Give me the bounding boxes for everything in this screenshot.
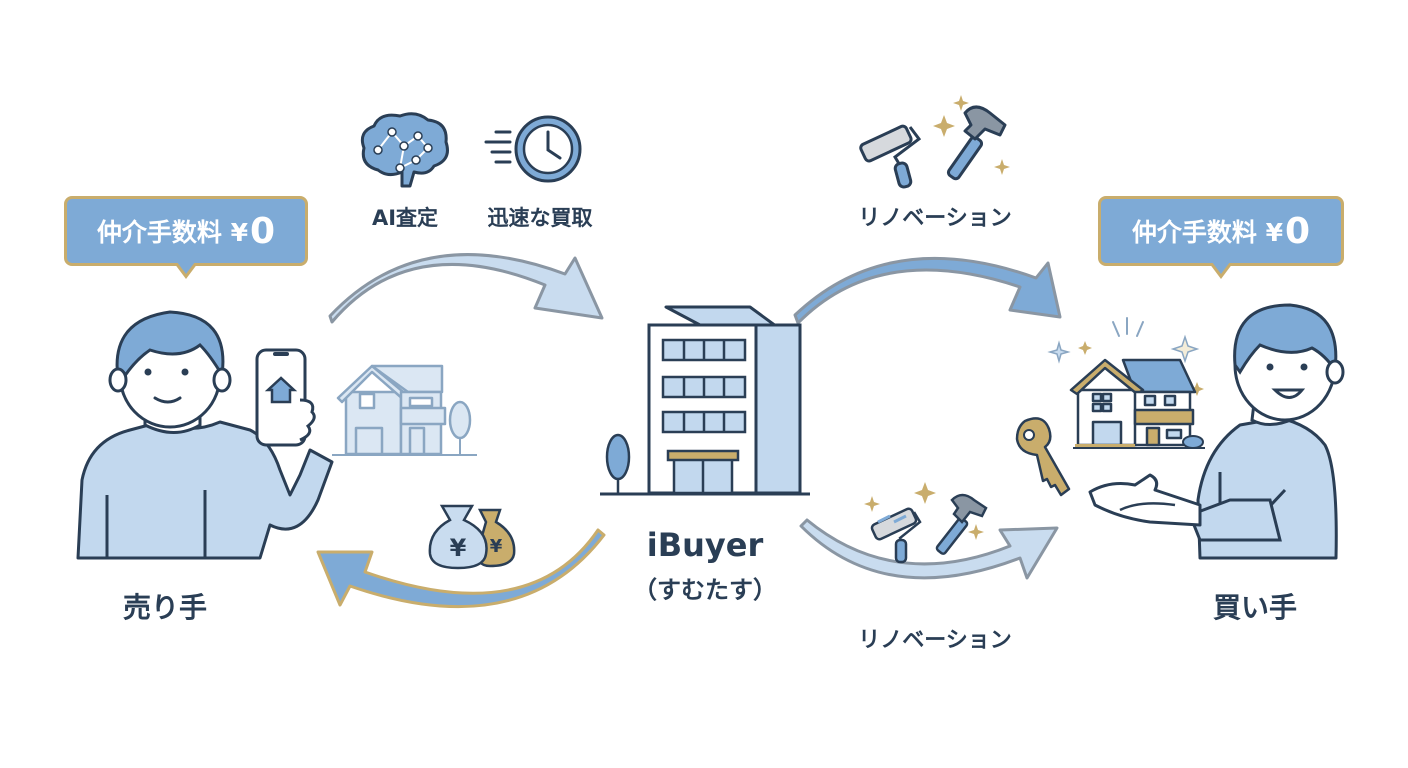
seller-fee-text: 仲介手数料 ¥ <box>96 218 249 247</box>
seller-fee-bubble: 仲介手数料 ¥ 0 <box>64 196 308 279</box>
ibuyer-building-icon <box>600 305 810 496</box>
svg-text:¥: ¥ <box>450 534 467 562</box>
renovated-house-icon <box>1047 317 1205 449</box>
ai-appraisal-label: AI査定 <box>371 206 439 230</box>
svg-text:¥: ¥ <box>490 536 503 557</box>
brain-network-icon <box>360 112 449 188</box>
ibuyer-subname: （すむたす） <box>633 576 777 604</box>
seller-house-icon <box>332 364 477 456</box>
buyer-label: 買い手 <box>1212 591 1297 624</box>
key-icon <box>1015 417 1071 497</box>
seller-label: 売り手 <box>122 591 207 624</box>
money-bags-icon: ¥ ¥ <box>428 504 516 570</box>
seller-fee-value: 0 <box>250 210 276 252</box>
buyer-fee-bubble: 仲介手数料 ¥ 0 <box>1098 196 1344 279</box>
renovation-bottom-label: リノベーション <box>858 628 1012 653</box>
arrow-ibuyer-to-buyer <box>793 256 1062 325</box>
renovation-top-label: リノベーション <box>858 206 1012 231</box>
arrow-seller-to-ibuyer <box>328 253 604 324</box>
ibuyer-name: iBuyer <box>646 526 764 564</box>
fast-clock-icon <box>484 115 582 183</box>
roller-hammer-icon-bottom <box>864 482 988 564</box>
buyer-person-icon <box>1088 303 1345 560</box>
arrow-renovation-to-buyer <box>799 518 1059 580</box>
arrow-ibuyer-to-seller <box>316 528 606 609</box>
buyer-fee-text: 仲介手数料 ¥ <box>1131 218 1284 247</box>
seller-person-icon <box>76 310 334 560</box>
fast-purchase-label: 迅速な買取 <box>487 206 593 230</box>
buyer-fee-value: 0 <box>1285 210 1311 252</box>
roller-hammer-icon <box>859 95 1010 189</box>
